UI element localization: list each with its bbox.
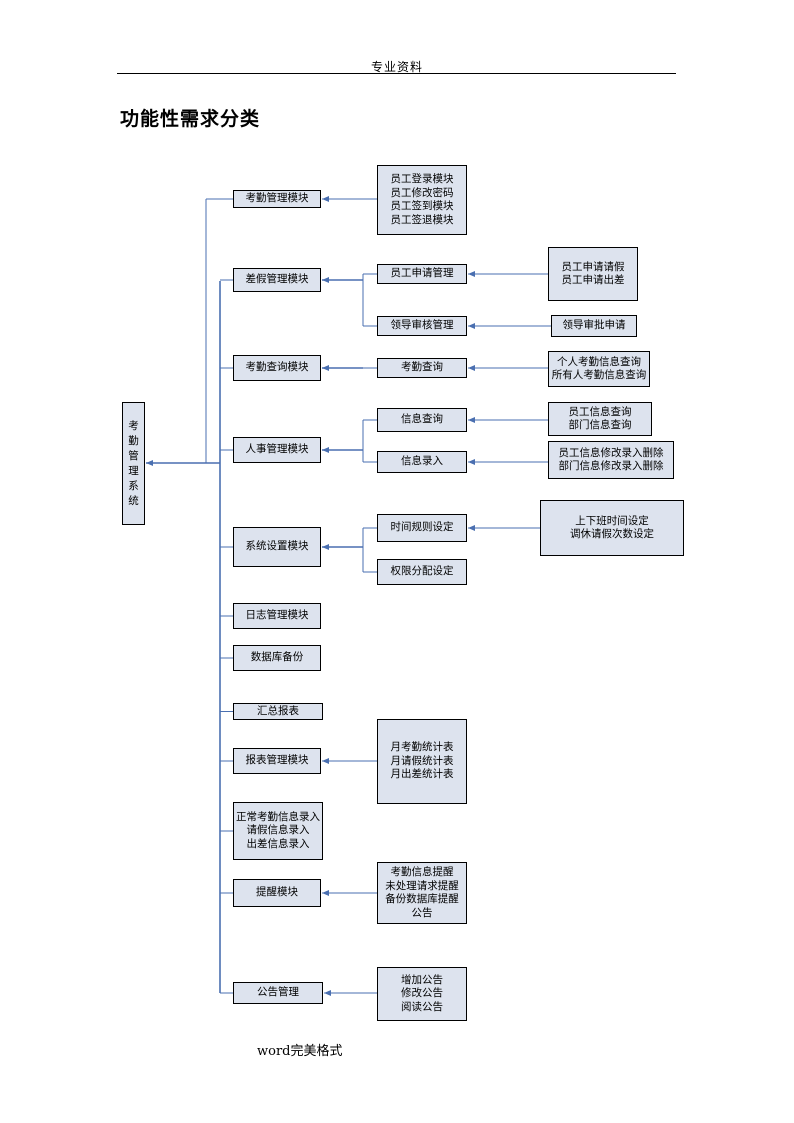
module-box: 汇总报表 xyxy=(233,703,323,720)
sub-module-box: 信息查询 xyxy=(377,408,467,432)
page-header: 专业资料 xyxy=(370,60,423,74)
root-char: 统 xyxy=(128,494,139,507)
detail-box: 考勤信息提醒 未处理请求提醒 备份数据库提醒 公告 xyxy=(377,862,467,924)
sub-module-box: 信息录入 xyxy=(377,451,467,473)
root-char: 系 xyxy=(128,479,139,492)
module-box: 系统设置模块 xyxy=(233,527,321,567)
detail-box: 员工申请请假 员工申请出差 xyxy=(548,247,638,301)
detail-box: 月考勤统计表 月请假统计表 月出差统计表 xyxy=(377,719,467,804)
detail-box: 员工登录模块 员工修改密码 员工签到模块 员工签退模块 xyxy=(377,165,467,235)
detail-box: 个人考勤信息查询 所有人考勤信息查询 xyxy=(548,351,650,387)
detail-box: 领导审批申请 xyxy=(551,315,637,337)
root-system-box: 考勤管理系统 xyxy=(122,402,145,525)
module-box: 差假管理模块 xyxy=(233,268,321,292)
root-char: 勤 xyxy=(128,434,139,447)
root-char: 管 xyxy=(128,449,139,462)
header-rule xyxy=(117,73,676,74)
module-box: 公告管理 xyxy=(233,982,323,1004)
root-char: 理 xyxy=(128,464,139,477)
module-box: 报表管理模块 xyxy=(233,748,321,774)
module-box: 提醒模块 xyxy=(233,879,321,907)
detail-box: 员工信息查询 部门信息查询 xyxy=(548,402,652,436)
module-box: 人事管理模块 xyxy=(233,437,321,463)
page-title: 功能性需求分类 xyxy=(120,108,261,130)
detail-box: 上下班时间设定 调休请假次数设定 xyxy=(540,500,684,556)
sub-module-box: 领导审核管理 xyxy=(377,316,467,336)
sub-module-box: 时间规则设定 xyxy=(377,514,467,542)
detail-box: 员工信息修改录入删除 部门信息修改录入删除 xyxy=(548,441,674,479)
module-box: 考勤查询模块 xyxy=(233,355,321,381)
sub-module-box: 权限分配设定 xyxy=(377,559,467,585)
page-footer: word完美格式 xyxy=(257,1044,343,1059)
module-box: 考勤管理模块 xyxy=(233,190,321,208)
detail-box: 增加公告 修改公告 阅读公告 xyxy=(377,967,467,1021)
module-box: 正常考勤信息录入 请假信息录入 出差信息录入 xyxy=(233,802,323,860)
module-box: 数据库备份 xyxy=(233,645,321,671)
sub-module-box: 员工申请管理 xyxy=(377,264,467,284)
sub-module-box: 考勤查询 xyxy=(377,358,467,378)
root-char: 考 xyxy=(128,419,139,432)
module-box: 日志管理模块 xyxy=(233,603,321,629)
